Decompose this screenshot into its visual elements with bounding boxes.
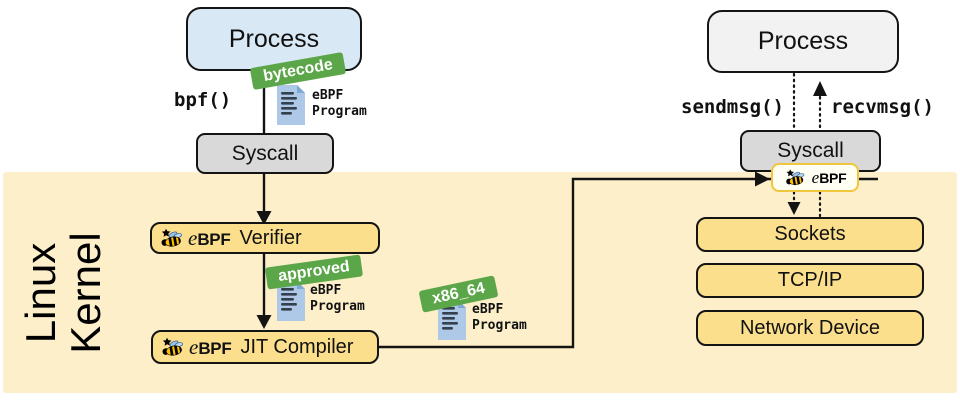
syscall-right-label: Syscall (777, 139, 844, 162)
ebpf-bee-icon (162, 337, 184, 357)
recvmsg-call-label: recvmsg() (831, 96, 934, 118)
ebpf-logo-bpf: BPF (819, 169, 847, 186)
syscall-box-left: Syscall (196, 133, 334, 174)
sendmsg-call-label: sendmsg() (681, 96, 784, 118)
process-right-label: Process (757, 27, 849, 55)
network-device-box: Network Device (696, 310, 924, 346)
ebpf-logo-e: e (811, 167, 820, 187)
ebpf-program-document-icon (277, 85, 305, 125)
sockets-label: Sockets (774, 223, 846, 245)
program-label-line1: eBPF (312, 88, 344, 103)
verifier-label: Verifier (239, 226, 302, 249)
network-device-label: Network Device (739, 316, 881, 339)
process-left-label: Process (228, 24, 320, 53)
program-label-line1: eBPF (310, 283, 342, 298)
ebpf-program-document-icon (277, 281, 305, 321)
ebpf-program-label-approved: eBPF Program (310, 283, 365, 315)
ebpf-logo-e: e (189, 334, 199, 359)
jit-compiler-label: JIT Compiler (240, 335, 354, 358)
ebpf-logo-bpf: BPF (198, 338, 232, 358)
tcp-ip-label: TCP/IP (777, 269, 843, 291)
arrowhead-jit (256, 315, 272, 329)
arrowhead-ebpf-hook (755, 171, 770, 187)
program-label-line2: Program (472, 318, 527, 333)
ebpf-bee-icon (785, 169, 805, 186)
tcp-ip-box: TCP/IP (696, 263, 924, 298)
line-jit-to-ebpf-hook (378, 177, 878, 349)
ebpf-program-label-x86: eBPF Program (472, 302, 527, 334)
syscall-left-label: Syscall (231, 141, 299, 165)
arrowhead-verifier (256, 211, 272, 225)
program-label-line1: eBPF (472, 302, 504, 317)
ebpf-bee-icon (161, 228, 183, 248)
process-box-right: Process (707, 10, 899, 73)
arrowhead-sockets-down (787, 202, 801, 215)
program-label-line2: Program (312, 104, 367, 119)
ebpf-logo-e: e (188, 225, 198, 250)
ebpf-program-label-bytecode: eBPF Program (312, 88, 367, 120)
sockets-box: Sockets (696, 217, 924, 252)
ebpf-logo-bpf: BPF (197, 229, 231, 249)
bpf-call-label: bpf() (174, 89, 232, 111)
arrowhead-recvmsg-up (813, 81, 827, 96)
program-label-line2: Program (310, 299, 365, 314)
